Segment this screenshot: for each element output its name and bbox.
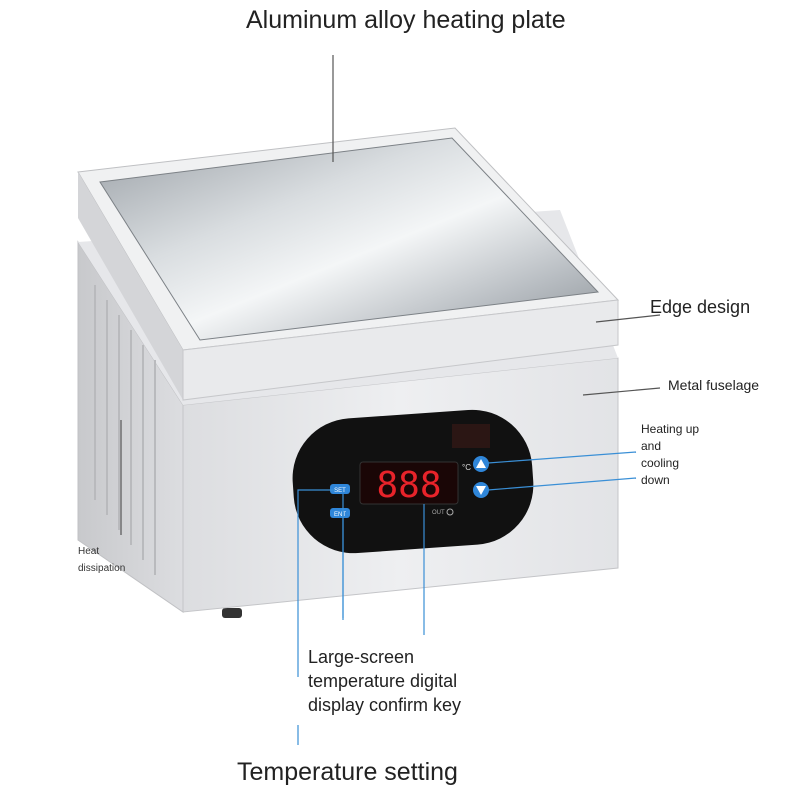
ent-button[interactable] <box>330 508 350 518</box>
heat-dissipation-vents <box>94 285 156 575</box>
label-large-screen-display: Large-screen temperature digital display… <box>308 647 462 715</box>
label-metal-fuselage: Metal fuselage <box>668 377 760 393</box>
callout-lines <box>120 55 661 745</box>
temperature-display-digits: 888 <box>376 465 441 506</box>
ent-key-label: ENT <box>334 512 346 518</box>
out-indicator-label: OUT <box>432 510 445 516</box>
set-key-label: SET <box>334 488 346 494</box>
label-heating-plate: Aluminum alloy heating plate <box>246 6 566 34</box>
unit-label: °C <box>462 463 471 472</box>
set-button[interactable] <box>330 484 350 494</box>
triangle-down-icon <box>476 486 486 495</box>
out-indicator-icon <box>446 508 454 516</box>
label-edge-design: Edge design <box>650 297 751 317</box>
label-heat-dissipation: Heat dissipation <box>78 546 126 574</box>
label-temperature-setting: Temperature setting <box>237 758 458 786</box>
control-panel: 888 SET ENT OUT °C <box>292 409 534 554</box>
triangle-up-icon <box>476 459 486 468</box>
aluminum-heating-plate <box>99 137 600 341</box>
label-heating-up-cooling-down: Heating up and cooling down <box>641 422 700 487</box>
